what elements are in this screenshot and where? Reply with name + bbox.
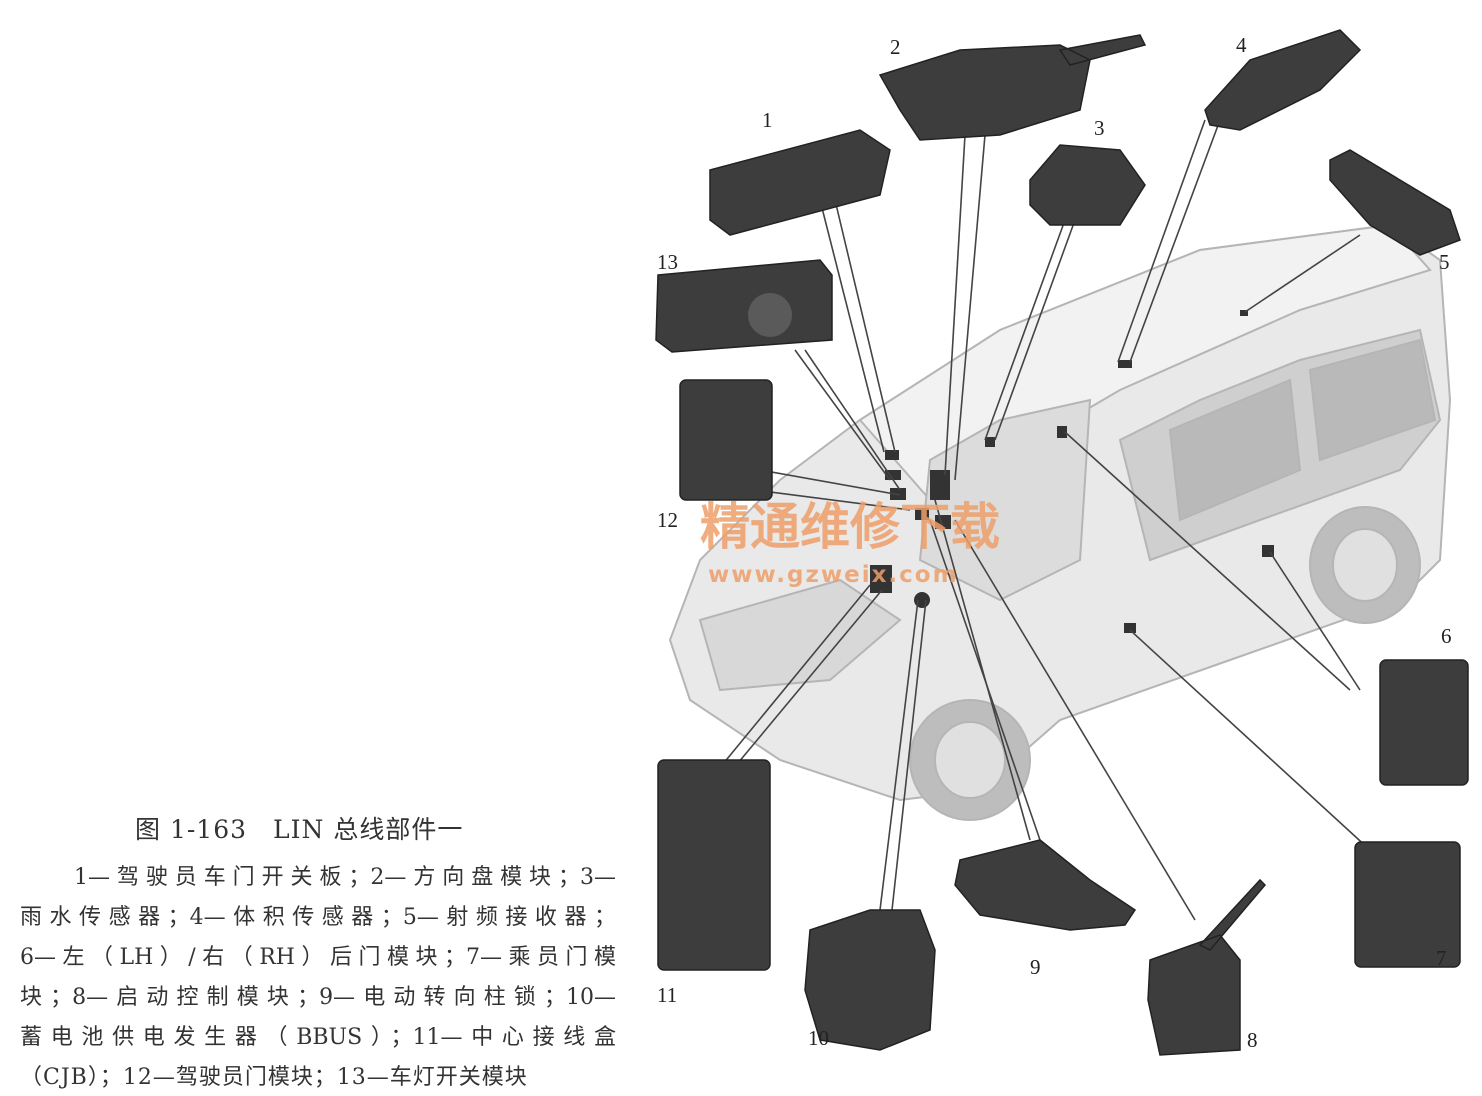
callout-7: 7 — [1436, 946, 1447, 970]
component-1-door-switch-pack — [709, 129, 891, 236]
callout-6: 6 — [1441, 624, 1452, 648]
callout-10: 10 — [808, 1026, 829, 1050]
watermark-text: 精通维修下载 — [700, 498, 1000, 556]
callout-9: 9 — [1030, 955, 1041, 979]
caption-line-3: 6—左（LH）/右（RH）后门模块；7—乘员门模 — [20, 945, 616, 970]
component-4-volumetric-sensor — [1204, 29, 1362, 131]
component-13-light-switch-module — [655, 259, 833, 353]
callout-3: 3 — [1094, 116, 1105, 140]
caption-line-5: 蓄电池供电发生器（BBUS）；11—中心接线盒 — [20, 1025, 616, 1050]
callout-1: 1 — [762, 108, 773, 132]
callout-4: 4 — [1236, 33, 1247, 57]
component-6-rear-door-module — [1379, 659, 1469, 786]
leader-lines — [717, 119, 1371, 921]
component-10-bbus — [804, 909, 936, 1051]
car-module-markers — [870, 310, 1274, 633]
component-3-rain-sensor — [1029, 144, 1146, 226]
component-12-driver-door-module — [679, 379, 773, 501]
component-11-cjb — [657, 759, 771, 971]
caption-line-1: 1—驾驶员车门开关板；2—方向盘模块；3— — [74, 865, 616, 890]
component-9-steering-column-lock — [954, 839, 1137, 931]
component-8-start-control-module — [1147, 878, 1267, 1056]
callout-12: 12 — [657, 508, 678, 532]
callout-5: 5 — [1439, 250, 1450, 274]
watermark-url: www.gzweix.com — [708, 562, 959, 588]
callout-11: 11 — [657, 983, 678, 1007]
component-5-rf-receiver — [1329, 149, 1461, 256]
car-illustration — [668, 223, 1452, 821]
callout-13: 13 — [657, 250, 678, 274]
component-7-passenger-door-module — [1354, 841, 1461, 968]
figure-title: 图 1-163 LIN 总线部件一 — [135, 815, 464, 844]
caption-line-6: （CJB）；12—驾驶员门模块；13—车灯开关模块 — [20, 1065, 528, 1090]
caption-line-2: 雨水传感器；4—体积传感器；5—射频接收器； — [20, 905, 616, 930]
callout-2: 2 — [890, 35, 901, 59]
light-switch-knob-icon — [748, 293, 792, 337]
callout-8: 8 — [1247, 1028, 1258, 1052]
caption-line-4: 块；8—启动控制模块；9—电动转向柱锁；10— — [20, 985, 616, 1010]
component-2-steering-wheel-module — [878, 34, 1147, 141]
